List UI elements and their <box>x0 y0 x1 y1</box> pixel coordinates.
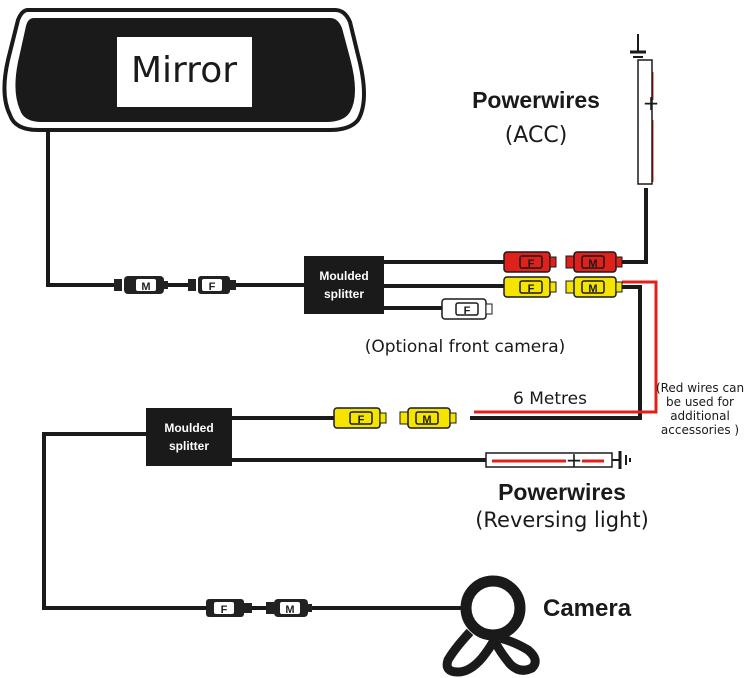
connector-yellow-male-bottom: M <box>399 407 457 429</box>
mirror-screen <box>117 37 252 107</box>
mirror: Mirror <box>2 8 366 132</box>
connector-female-bottom: F <box>206 599 252 617</box>
power-acc: + <box>630 34 660 185</box>
wires <box>42 128 648 610</box>
power-reverse-subtitle: (Reversing light) <box>475 508 649 532</box>
red-note-line1: (Red wires can <box>656 381 744 395</box>
power-acc-plus: + <box>643 91 660 115</box>
connector-red-male-label: M <box>588 258 597 270</box>
power-reverse-title: Powerwires <box>498 479 626 505</box>
camera-label: Camera <box>543 595 632 622</box>
connector-red-female-label: F <box>528 258 535 270</box>
power-reverse: + <box>485 448 631 472</box>
red-note-line3: additional <box>670 409 730 423</box>
connector-female-label: F <box>209 281 216 293</box>
mirror-label: Mirror <box>131 50 237 91</box>
connector-male-bottom: M <box>266 599 312 617</box>
power-acc-subtitle: (ACC) <box>505 123 568 148</box>
connector-red-female: F <box>503 251 557 273</box>
connector-female-bottom-label: F <box>221 604 228 616</box>
connector-yellow-male-top-label: M <box>588 283 597 295</box>
connector-yellow-female-bottom-label: F <box>358 414 365 426</box>
connector-yellow-male-top: M <box>565 276 623 298</box>
red-wire-note: (Red wires can be used for additional ac… <box>656 381 744 437</box>
red-note-line2: be used for <box>666 395 734 409</box>
connector-yellow-female-bottom: F <box>333 407 387 429</box>
connector-red-male: M <box>565 251 623 273</box>
connector-white-female: F <box>441 298 493 320</box>
connector-yellow-male-bottom-label: M <box>422 414 431 426</box>
power-acc-title: Powerwires <box>472 87 600 113</box>
splitter-bottom: Moulded splitter <box>146 408 232 466</box>
splitter-bottom-line2: splitter <box>169 439 209 453</box>
splitter-top-line2: splitter <box>324 287 364 301</box>
splitter-top: Moulded splitter <box>304 256 384 314</box>
splitter-bottom-line1: Moulded <box>164 421 213 435</box>
connector-male-top: M <box>114 276 168 294</box>
red-note-line4: accessories ) <box>661 423 739 437</box>
splitter-top-line1: Moulded <box>319 269 368 283</box>
power-reverse-plus: + <box>566 448 583 472</box>
connector-male-bottom-label: M <box>285 604 294 616</box>
connector-male-label: M <box>141 281 150 293</box>
camera-icon <box>442 575 540 677</box>
connector-yellow-female-top: F <box>503 276 557 298</box>
optional-front-camera-label: (Optional front camera) <box>365 337 566 357</box>
connector-white-female-label: F <box>464 305 471 317</box>
cable-length-label: 6 Metres <box>513 389 587 409</box>
connector-yellow-female-top-label: F <box>528 283 535 295</box>
connector-female-top: F <box>188 276 236 294</box>
